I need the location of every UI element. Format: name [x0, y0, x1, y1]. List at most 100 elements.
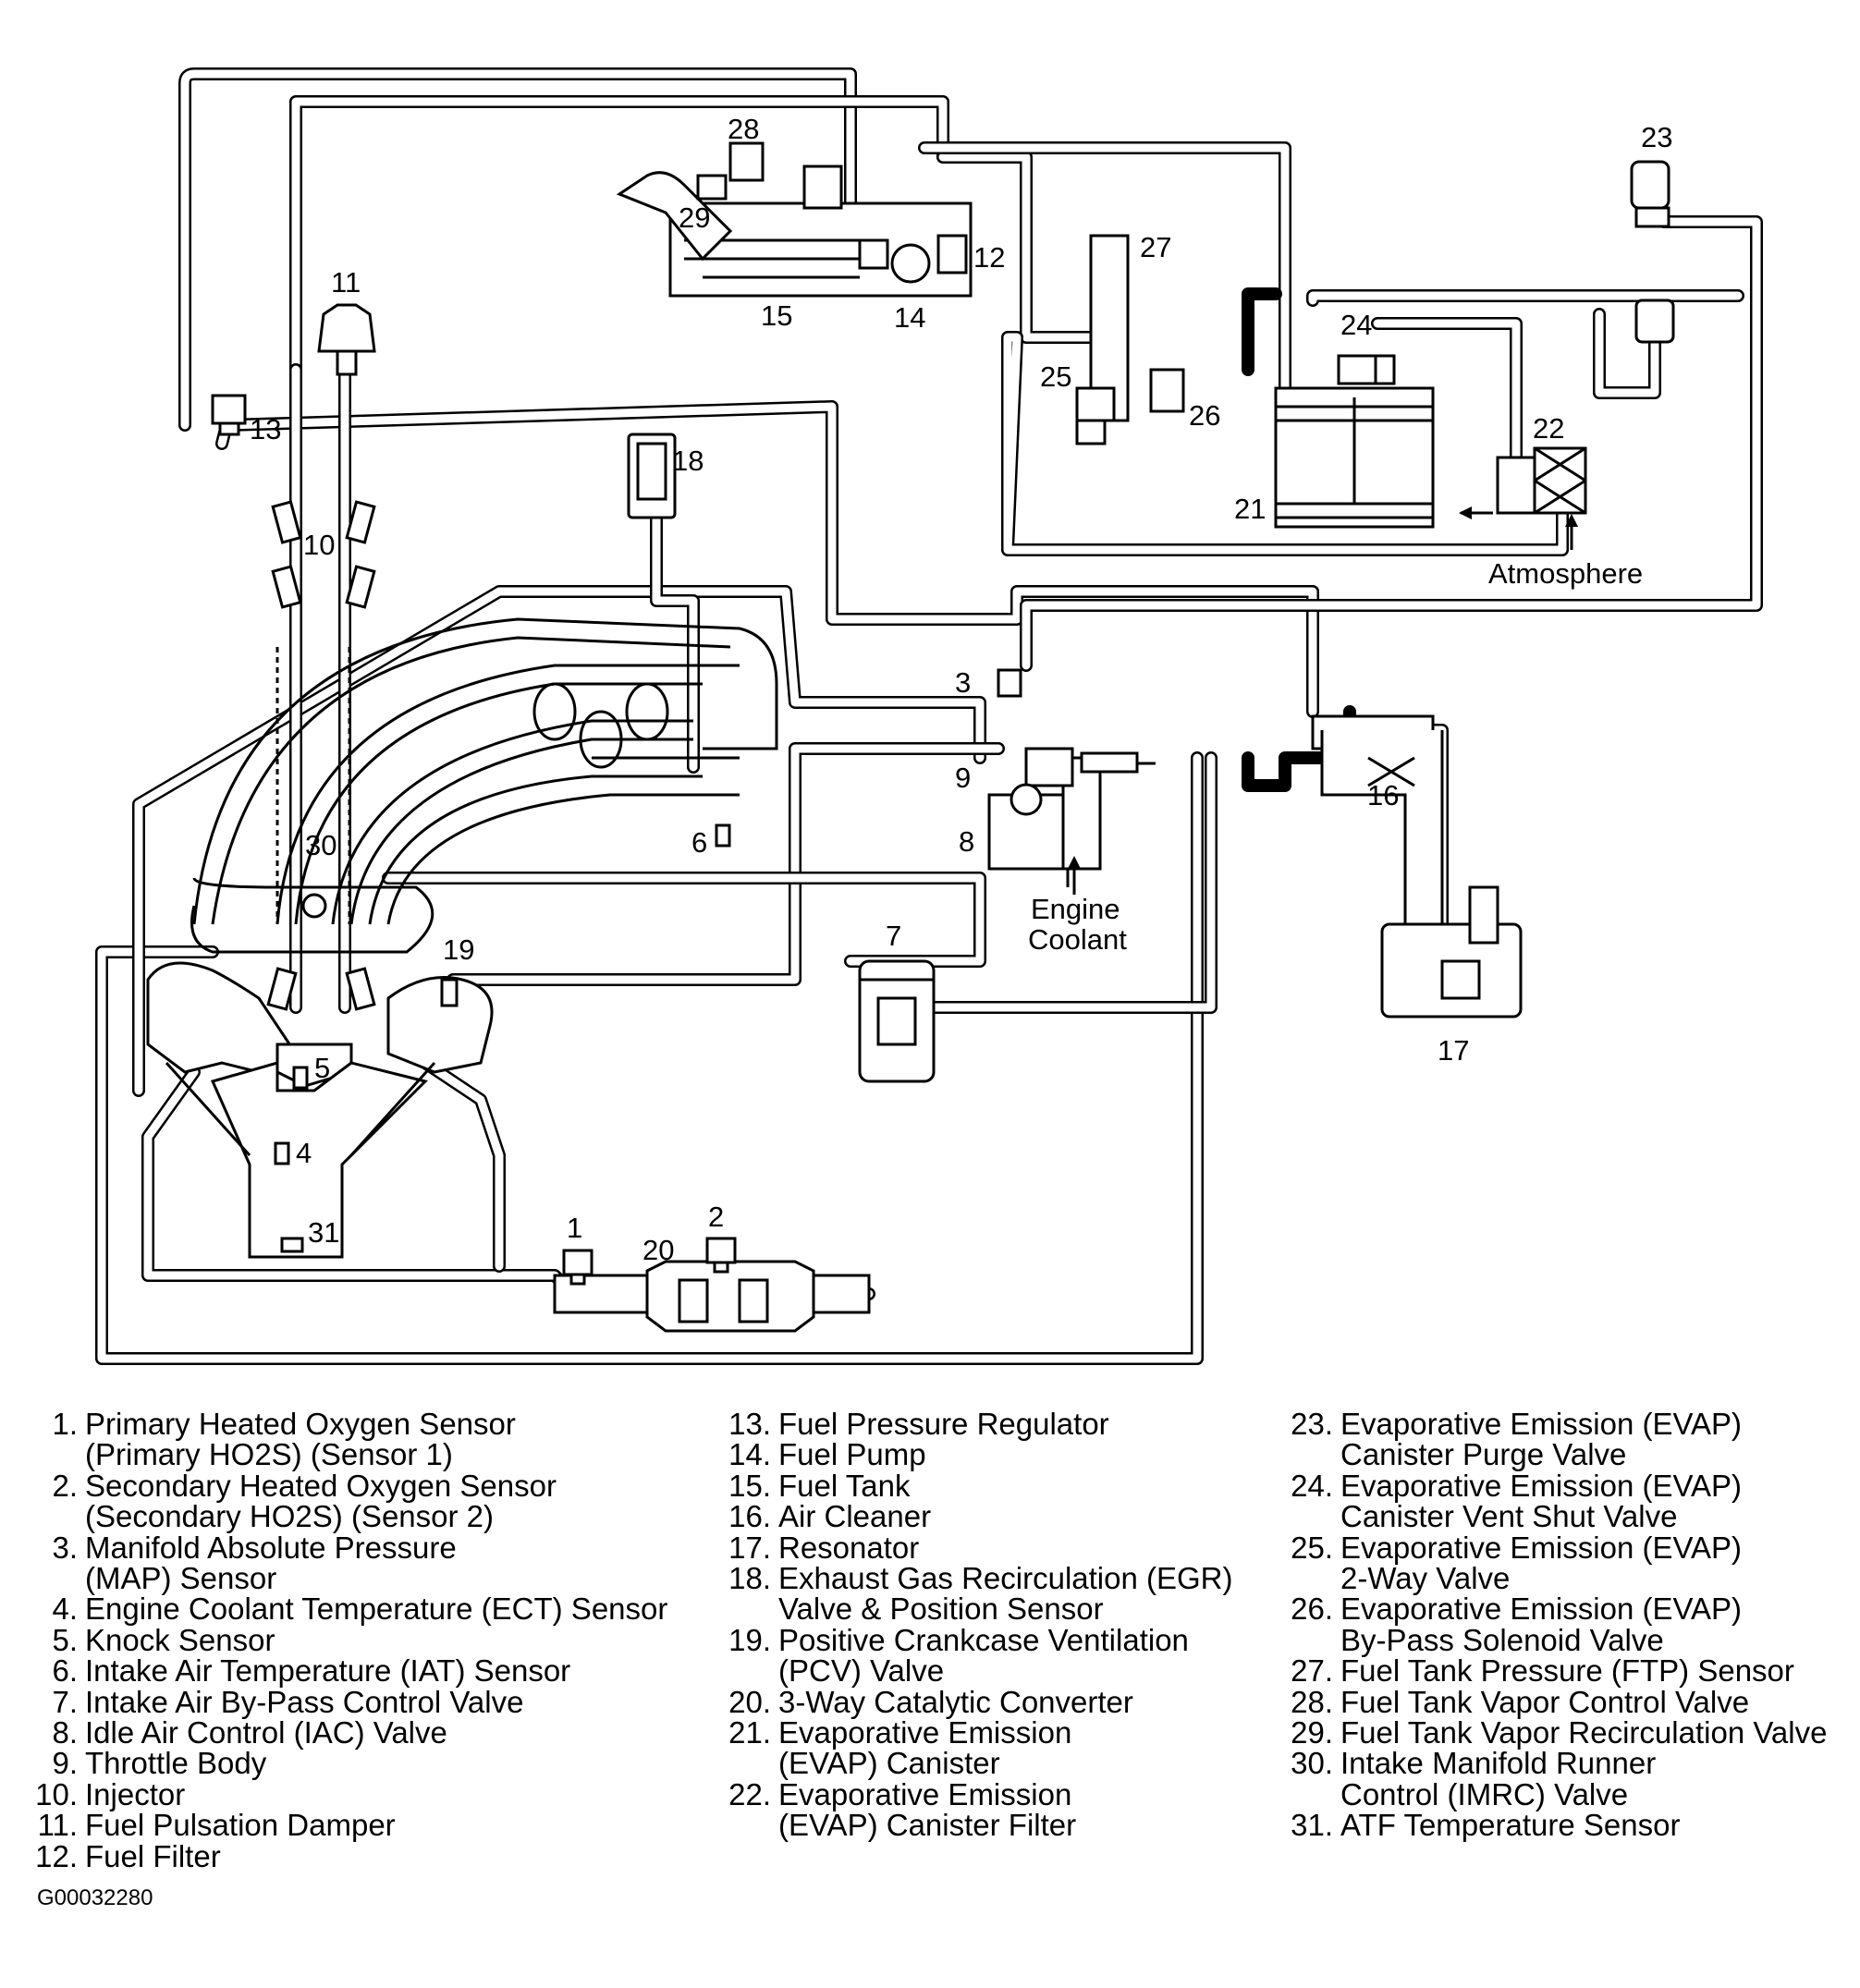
legend-item-14: 14.Fuel Pump	[712, 1439, 1233, 1470]
legend-number: 1.	[52, 1407, 78, 1441]
legend-text: Knock Sensor	[85, 1622, 275, 1657]
legend-text: Resonator	[778, 1530, 920, 1565]
legend-item-31: 31.ATF Temperature Sensor	[1274, 1808, 1827, 1843]
legend-number: 23.	[1291, 1407, 1333, 1441]
callout-20: 20	[642, 1234, 674, 1266]
legend-text: Fuel Tank	[778, 1468, 911, 1503]
legend-number: 8.	[52, 1715, 78, 1750]
callout-14: 14	[894, 301, 925, 334]
evap-valve-cluster	[1075, 234, 1185, 445]
legend-text: (Primary HO2S) (Sensor 1)	[85, 1437, 453, 1472]
legend-text: By-Pass Solenoid Valve	[1340, 1622, 1664, 1657]
legend-number: 17.	[728, 1530, 771, 1565]
legend-number: 14.	[728, 1437, 771, 1472]
legend-item-15: 15.Fuel Tank	[712, 1470, 1233, 1501]
air-cleaner	[1311, 714, 1444, 982]
legend-text: Evaporative Emission	[778, 1715, 1072, 1750]
legend-item-29: 29.Fuel Tank Vapor Recirculation Valve	[1274, 1715, 1828, 1750]
legend-text: 3-Way Catalytic Converter	[778, 1684, 1133, 1719]
legend-number: 15.	[728, 1468, 771, 1503]
legend-text: Fuel Tank Vapor Recirculation Valve	[1340, 1715, 1828, 1750]
legend-column-1: 1.Primary Heated Oxygen Sensor(Primary H…	[18, 1409, 667, 1872]
callout-28: 28	[728, 113, 759, 145]
legend-text: Canister Purge Valve	[1340, 1437, 1627, 1472]
callout-6: 6	[691, 826, 707, 859]
callout-31: 31	[308, 1216, 339, 1249]
callout-13: 13	[250, 413, 281, 445]
legend-text: (MAP) Sensor	[85, 1561, 277, 1596]
legend-number: 25.	[1291, 1530, 1333, 1565]
legend-number: 27.	[1291, 1653, 1333, 1689]
primary-ho2s	[562, 1249, 593, 1286]
legend-number: 29.	[1291, 1715, 1333, 1750]
legend-item-17: 17.Resonator	[712, 1530, 1233, 1565]
ect-sensor	[274, 1141, 290, 1165]
iat-sensor	[715, 823, 731, 848]
resonator	[1380, 885, 1523, 1018]
callout-3: 3	[955, 666, 971, 699]
legend-item-24: 24.Evaporative Emission (EVAP)Canister V…	[1274, 1470, 1827, 1532]
legend-item-9: 9.Throttle Body	[18, 1746, 667, 1781]
legend-text: Injector	[85, 1776, 186, 1811]
legend-item-21: 21.Evaporative Emission(EVAP) Canister	[712, 1717, 1233, 1779]
emission-system-diagram: 1 2 3 4 5 6 7 8 9 10 11 12 13 14 15 16 1…	[95, 67, 1763, 1365]
callout-9: 9	[955, 762, 971, 794]
legend-text: Intake Air By-Pass Control Valve	[85, 1684, 524, 1719]
callout-12: 12	[973, 241, 1005, 274]
callout-labels: 1 2 3 4 5 6 7 8 9 10 11 12 13 14 15 16 1…	[250, 113, 1672, 1266]
legend-number: 10.	[35, 1776, 78, 1811]
callout-26: 26	[1189, 399, 1220, 432]
callout-17: 17	[1438, 1034, 1469, 1067]
legend-text: Exhaust Gas Recirculation (EGR)	[778, 1561, 1233, 1596]
legend-number: 3.	[52, 1530, 78, 1565]
callout-4: 4	[296, 1137, 312, 1169]
legend-number: 12.	[35, 1838, 78, 1873]
callout-22: 22	[1533, 412, 1564, 445]
legend-text: (EVAP) Canister Filter	[778, 1808, 1077, 1843]
legend-text: Manifold Absolute Pressure	[85, 1530, 457, 1565]
legend-item-28: 28.Fuel Tank Vapor Control Valve	[1274, 1686, 1827, 1717]
legend-text: Evaporative Emission (EVAP)	[1340, 1468, 1743, 1503]
legend-item-3: 3.Manifold Absolute Pressure(MAP) Sensor	[18, 1530, 667, 1596]
legend-item-20: 20.3-Way Catalytic Converter	[712, 1684, 1233, 1719]
legend-number: 5.	[52, 1622, 78, 1657]
legend-item-6: 6.Intake Air Temperature (IAT) Sensor	[18, 1655, 667, 1687]
legend-item-25: 25.Evaporative Emission (EVAP)2-Way Valv…	[1274, 1530, 1827, 1596]
callout-15: 15	[761, 299, 792, 332]
knock-sensor	[292, 1066, 309, 1090]
callout-18: 18	[672, 445, 704, 477]
callout-29: 29	[679, 201, 710, 234]
legend-text: Secondary Heated Oxygen Sensor	[85, 1468, 557, 1503]
legend-item-26: 26.Evaporative Emission (EVAP)By-Pass So…	[1274, 1593, 1827, 1655]
legend-text: Fuel Pump	[778, 1437, 926, 1472]
legend-item-8: 8.Idle Air Control (IAC) Valve	[18, 1715, 667, 1750]
pcv-valve	[440, 978, 459, 1007]
callout-1: 1	[567, 1212, 582, 1244]
callout-27: 27	[1140, 231, 1171, 263]
legend-text: Primary Heated Oxygen Sensor	[85, 1407, 516, 1441]
legend-text: Intake Manifold Runner	[1340, 1746, 1657, 1781]
legend-number: 26.	[1291, 1592, 1333, 1627]
callout-5: 5	[314, 1052, 330, 1084]
figure-code: G00032280	[37, 1885, 153, 1910]
legend-text: Fuel Pressure Regulator	[778, 1407, 1109, 1441]
callout-7: 7	[886, 920, 901, 952]
throttle-body-assembly	[987, 747, 1156, 887]
legend-item-5: 5.Knock Sensor	[18, 1622, 667, 1657]
legend-text: (EVAP) Canister	[778, 1746, 1000, 1781]
canister-filter	[1459, 446, 1587, 550]
legend-text: 2-Way Valve	[1340, 1561, 1511, 1596]
callout-11: 11	[331, 266, 361, 299]
callout-24: 24	[1340, 309, 1372, 341]
engine-coolant-label-line1: Engine	[1031, 893, 1120, 925]
legend-item-27: 27.Fuel Tank Pressure (FTP) Sensor	[1274, 1653, 1827, 1689]
callout-16: 16	[1367, 779, 1399, 811]
legend-text: Evaporative Emission	[778, 1776, 1072, 1811]
legend-item-12: 12.Fuel Filter	[18, 1838, 667, 1873]
legend-text: Control (IMRC) Valve	[1340, 1776, 1629, 1811]
fuel-tank	[616, 141, 973, 298]
legend-number: 31.	[1291, 1808, 1333, 1843]
legend-text: Canister Vent Shut Valve	[1340, 1499, 1678, 1534]
evap-canister	[1274, 386, 1435, 529]
legend-text: Throttle Body	[85, 1746, 267, 1781]
